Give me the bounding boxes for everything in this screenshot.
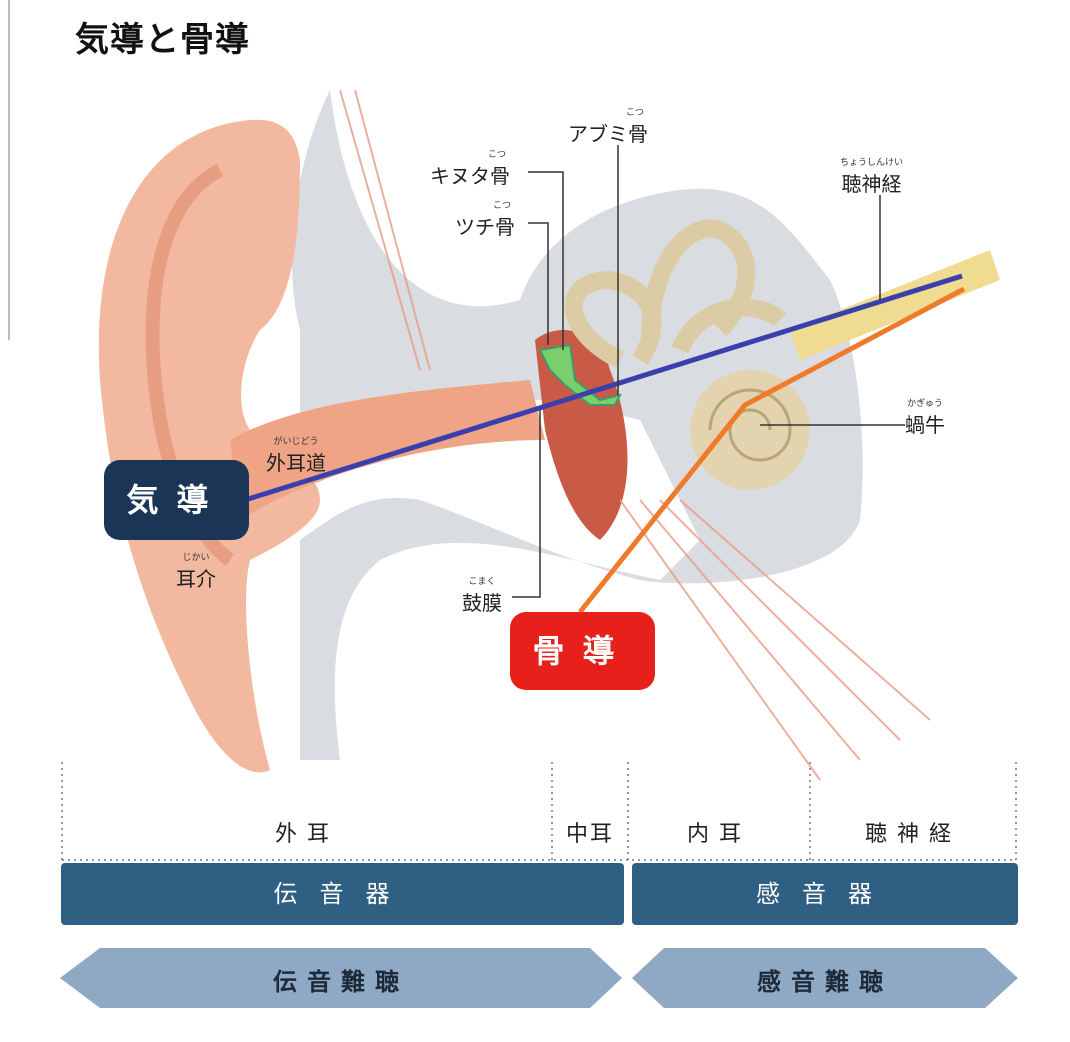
region-dividers [61,762,1017,861]
label-incus: こつキヌタ骨 [430,150,510,188]
label-cochlea: かぎゅう蝸牛 [905,399,945,437]
conductive-hearing-loss-arrow [60,948,622,1008]
label-pinna: じかい耳介 [176,553,216,591]
air-conduction-badge: 気導 [104,460,249,540]
label-malleus: こつツチ骨 [455,201,515,239]
bone-conduction-badge: 骨導 [510,612,655,690]
screen-edge [0,0,10,340]
region-middle-ear: 中耳 [565,822,614,847]
ossicles [538,343,622,406]
sensory-apparatus-bar: 感音器 [632,863,1018,925]
conductive-apparatus-bar: 伝音器 [61,863,624,925]
eustachian-fibers [339,89,931,781]
label-eardrum: こまく鼓膜 [462,577,502,615]
page-title: 気導と骨導 [75,20,250,60]
semicircular-canals [564,219,787,369]
auditory-nerve [790,250,1000,360]
region-inner-ear: 内耳 [686,822,751,847]
sensorineural-hearing-loss-arrow [632,948,1018,1008]
bone-conduction-line [578,286,966,614]
middle-ear [535,330,628,540]
sensorineural-hearing-loss-label: 感音難聴 [757,968,893,996]
label-auditory-nerve: ちょうしんけい聴神経 [840,158,904,196]
temporal-bone [291,90,863,760]
label-ear-canal: がいじどう外耳道 [266,437,326,475]
leader-lines [512,145,905,598]
conductive-hearing-loss-label: 伝音難聴 [273,968,409,996]
region-outer-ear: 外耳 [274,822,339,847]
ear-canal [230,380,545,520]
cochlea [690,370,810,490]
air-conduction-line [244,273,963,503]
region-auditory-nerve: 聴神経 [864,822,961,847]
label-stapes: こつアブミ骨 [568,108,648,146]
